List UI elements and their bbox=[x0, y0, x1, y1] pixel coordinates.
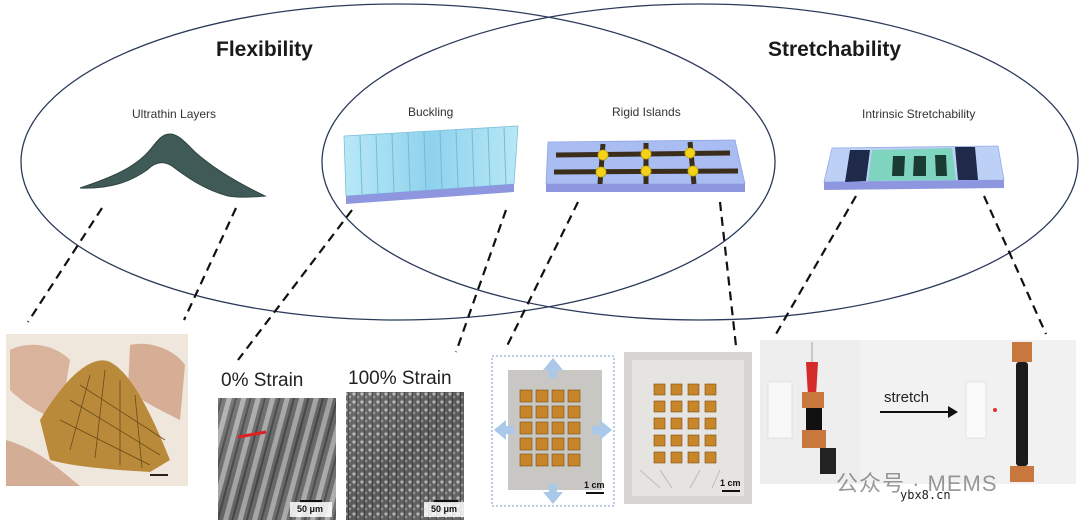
islands-stretched-scale-label: 1 cm bbox=[720, 478, 741, 488]
buckling-illustration bbox=[343, 125, 519, 204]
sem-0-strain-photo bbox=[218, 398, 336, 520]
flex-device-photo bbox=[6, 334, 188, 486]
rigid-islands-label: Rigid Islands bbox=[612, 105, 681, 119]
flexibility-ellipse bbox=[20, 3, 776, 321]
intrinsic-stretchability-label: Intrinsic Stretchability bbox=[862, 107, 976, 121]
strain-100-label: 100% Strain bbox=[348, 368, 452, 389]
ultrathin-layer-illustration bbox=[79, 133, 267, 198]
sem-100-scale-label: 50 μm bbox=[431, 504, 458, 514]
buckling-label: Buckling bbox=[408, 105, 454, 119]
flexibility-heading: Flexibility bbox=[216, 38, 313, 61]
sem-100-strain-photo bbox=[346, 392, 466, 520]
intrinsic-stretchability-illustration bbox=[823, 145, 1005, 190]
stretch-demo-photo bbox=[760, 340, 1076, 484]
connector-lines bbox=[27, 195, 1048, 361]
strain-0-label: 0% Strain bbox=[221, 370, 304, 391]
rigid-islands-stretched-photo bbox=[624, 352, 752, 504]
rigid-islands-illustration bbox=[545, 139, 746, 192]
sem-0-scale-label: 50 μm bbox=[297, 504, 324, 514]
stretchability-heading: Stretchability bbox=[768, 38, 902, 61]
watermark-site: ybx8.cn bbox=[900, 488, 951, 502]
rigid-islands-sample-photo bbox=[491, 355, 615, 507]
ultrathin-layers-label: Ultrathin Layers bbox=[132, 107, 217, 121]
islands-scale-label: 1 cm bbox=[584, 480, 605, 490]
stretchability-ellipse bbox=[321, 3, 1079, 321]
watermark-text: 公众号 · MEMS bbox=[836, 471, 998, 496]
stretch-arrow-label: stretch bbox=[884, 389, 930, 406]
